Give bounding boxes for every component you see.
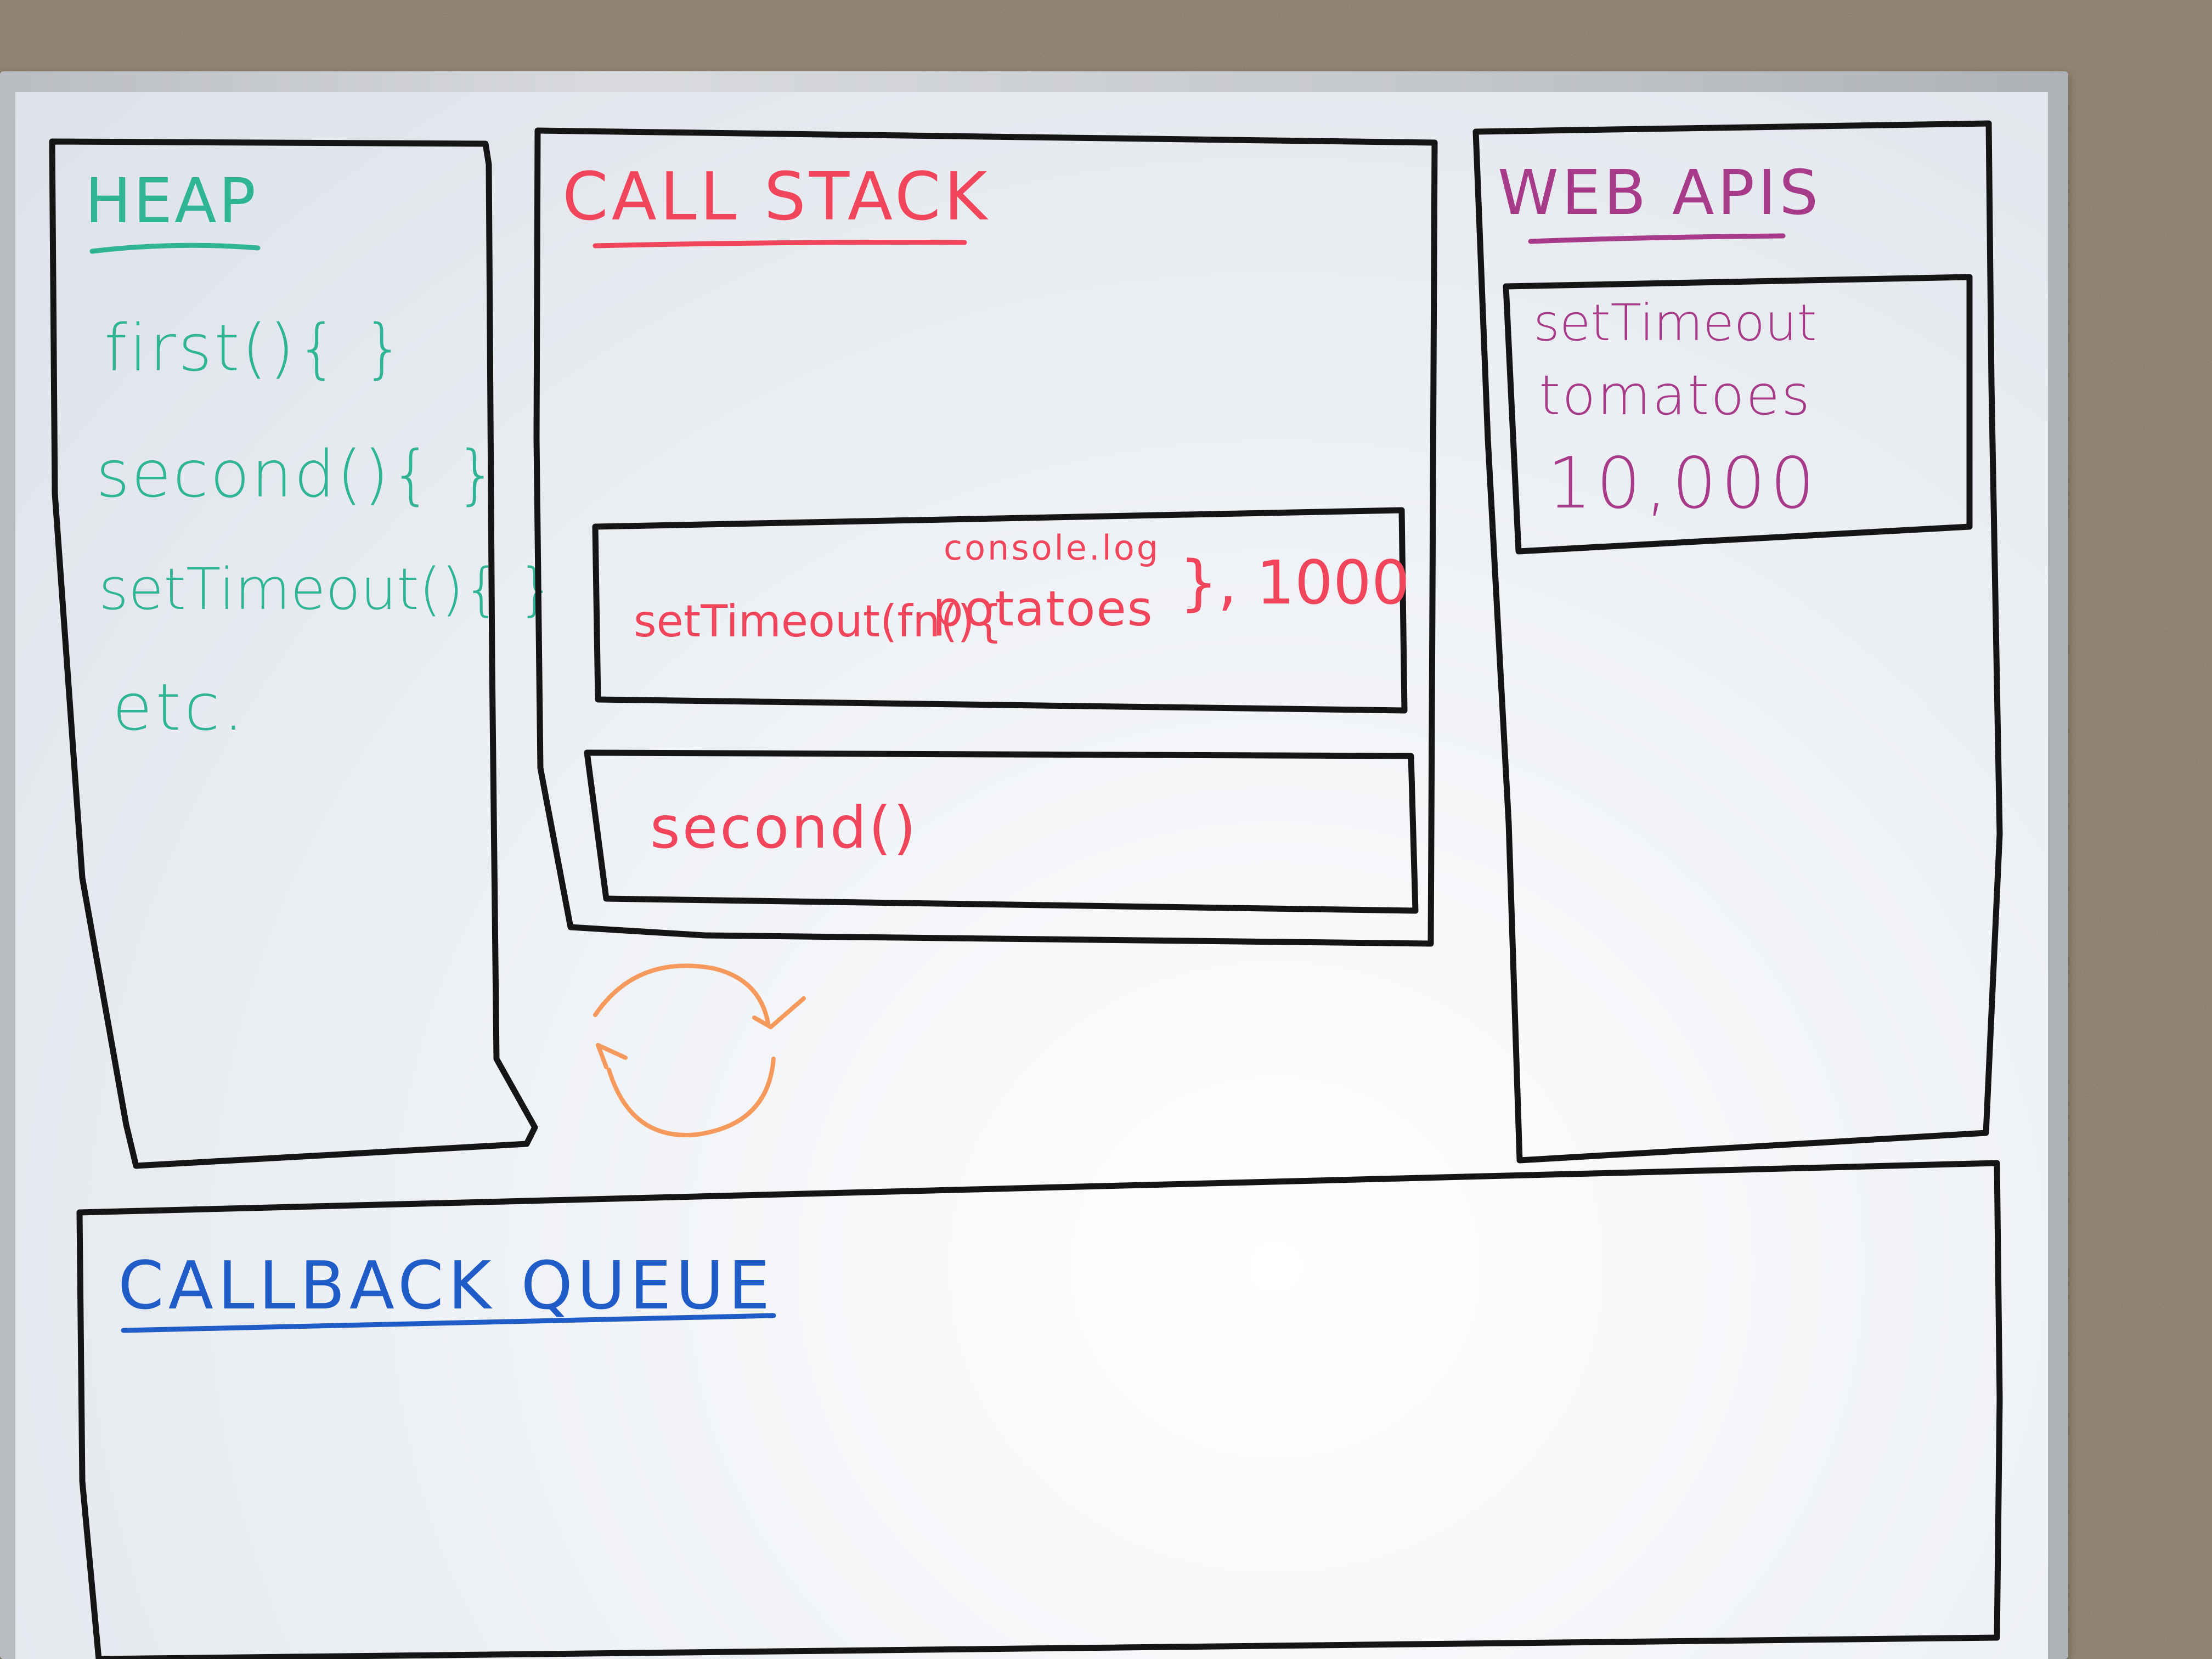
stack-frame-suffix: }, 1000	[1180, 548, 1410, 618]
stack-frame-label: second()	[650, 794, 918, 861]
callback-queue-title-underline	[121, 1313, 776, 1333]
web-api-card-line: setTimeout	[1533, 294, 1816, 352]
heap-border	[49, 138, 538, 1169]
stack-frame-line1: console.log	[944, 528, 1160, 568]
call-stack-panel: CALL STACK setTimeout(fn(){ console.log …	[533, 127, 1438, 947]
heap-title: HEAP	[85, 166, 258, 237]
heap-item: second(){ }	[96, 436, 499, 512]
event-loop-arrow-bottom	[607, 1057, 776, 1137]
web-apis-title: WEB APIS	[1498, 157, 1821, 229]
callback-queue-border	[76, 1160, 2003, 1659]
stack-frame-border	[584, 749, 1419, 914]
whiteboard-surface	[15, 92, 2048, 1659]
stack-frame-second: second()	[584, 749, 1419, 914]
call-stack-title: CALL STACK	[562, 159, 990, 235]
stack-frame-settimeout: setTimeout(fn(){ console.log potatoes },…	[592, 507, 1410, 714]
heap-item: setTimeout(){ }	[99, 556, 554, 623]
heap-item: first(){ }	[104, 310, 406, 386]
call-stack-title-underline	[592, 240, 967, 249]
event-loop-arrow-top	[593, 963, 770, 1025]
web-apis-border	[1472, 120, 2003, 1164]
web-api-card-line: tomatoes	[1539, 363, 1812, 427]
stack-frame-border	[592, 507, 1408, 714]
event-loop-arrowhead-bottom	[596, 1043, 628, 1069]
stack-frame-line2: potatoes	[933, 580, 1153, 637]
web-api-card-line: 10,000	[1547, 443, 1819, 524]
web-api-timer-card: setTimeout tomatoes 10,000	[1503, 274, 1973, 555]
web-apis-title-underline	[1528, 233, 1786, 244]
event-loop-arrowhead-top	[752, 996, 806, 1029]
web-apis-panel: WEB APIS setTimeout tomatoes 10,000	[1472, 120, 2003, 1164]
web-api-card-border	[1503, 274, 1973, 555]
heap-item: etc.	[112, 669, 247, 745]
stack-frame-prefix: setTimeout(fn(){	[634, 596, 1002, 647]
call-stack-border	[533, 127, 1438, 947]
callback-queue-panel: CALLBACK QUEUE	[76, 1160, 2003, 1659]
heap-title-underline	[89, 242, 261, 254]
callback-queue-title: CALLBACK QUEUE	[118, 1248, 774, 1324]
event-loop-icon	[593, 963, 806, 1137]
heap-panel: HEAP first(){ } second(){ } setTimeout()…	[49, 138, 554, 1169]
